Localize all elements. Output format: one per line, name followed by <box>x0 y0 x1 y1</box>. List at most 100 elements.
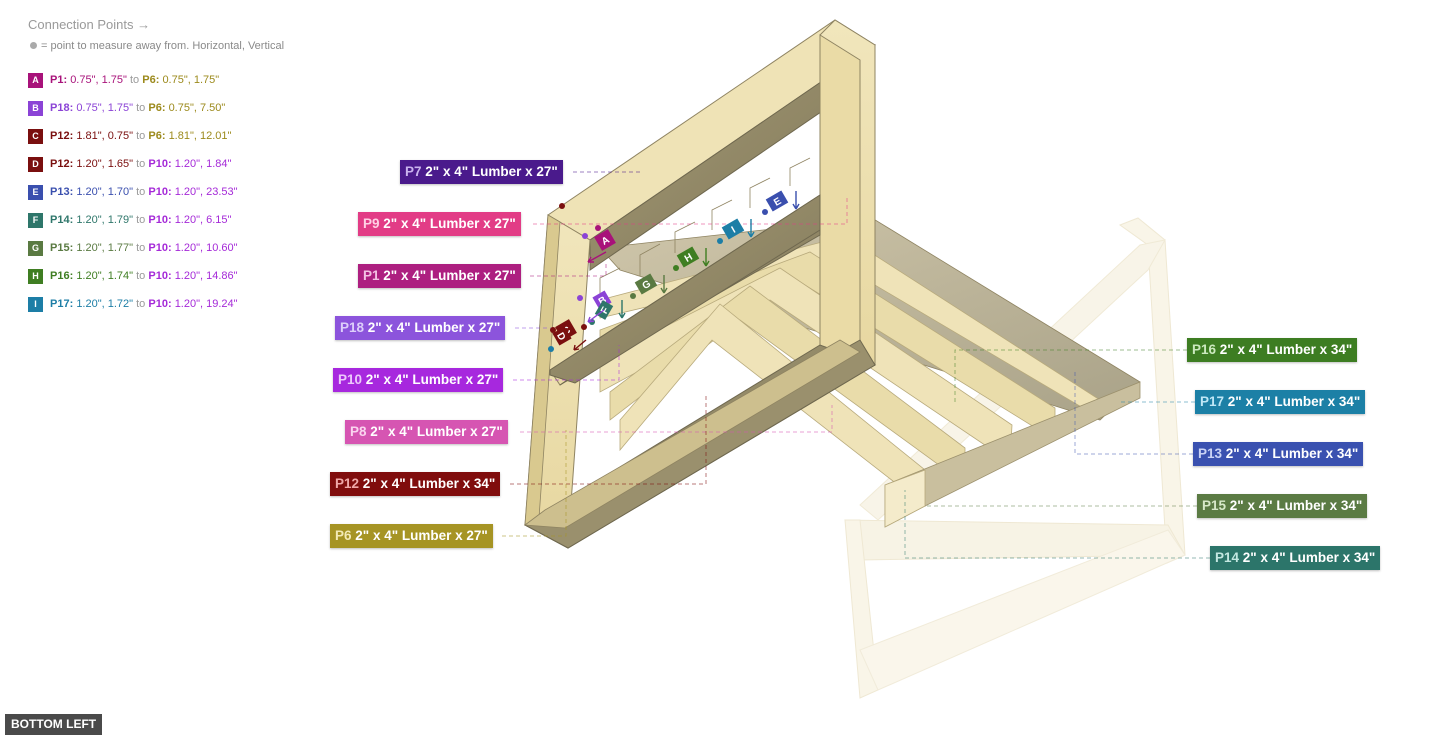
part-label-p9[interactable]: P9 2" x 4" Lumber x 27" <box>358 212 521 236</box>
connection-points-title[interactable]: Connection Points → <box>28 17 151 32</box>
part-label-p12[interactable]: P12 2" x 4" Lumber x 34" <box>330 472 501 496</box>
to-value: 1.20", 6.15" <box>174 214 232 226</box>
part-label-p13[interactable]: P13 2" x 4" Lumber x 34" <box>1193 442 1364 466</box>
to-word: to <box>136 130 146 142</box>
part-id: P14 <box>1215 550 1240 565</box>
from-value: 1.20", 1.77" <box>76 242 134 254</box>
connection-badge: H <box>28 268 43 284</box>
part-label-p15[interactable]: P15 2" x 4" Lumber x 34" <box>1197 494 1368 518</box>
to-value: 0.75", 7.50" <box>168 102 226 114</box>
part-id: P9 <box>363 216 380 231</box>
to-word: to <box>136 242 146 254</box>
to-word: to <box>136 270 146 282</box>
part-label-p6[interactable]: P6 2" x 4" Lumber x 27" <box>330 524 493 548</box>
to-value: 1.20", 14.86" <box>174 270 238 282</box>
to-word: to <box>136 102 146 114</box>
to-part: P10: <box>148 214 172 226</box>
marker-h: H <box>676 246 700 268</box>
leader-lines <box>502 171 1210 559</box>
svg-text:H: H <box>683 252 695 265</box>
part-label-p8[interactable]: P8 2" x 4" Lumber x 27" <box>345 420 508 444</box>
to-part: P10: <box>148 186 172 198</box>
connection-badge: D <box>28 156 43 172</box>
connection-badge: I <box>28 296 43 312</box>
part-label-p7[interactable]: P7 2" x 4" Lumber x 27" <box>400 160 563 184</box>
to-word: to <box>130 74 140 86</box>
part-spec: 2" x 4" Lumber x 27" <box>370 424 503 439</box>
front-frame <box>523 19 877 549</box>
rail-notches <box>599 157 811 300</box>
connection-badge: G <box>28 240 43 256</box>
from-value: 0.75", 1.75" <box>70 74 127 86</box>
part-spec: 2" x 4" Lumber x 34" <box>1227 394 1361 409</box>
part-id: P16 <box>1192 342 1217 357</box>
view-toggle-button[interactable]: BOTTOM LEFT <box>5 714 103 735</box>
from-part: P12: <box>50 130 74 142</box>
svg-text:I: I <box>730 225 738 236</box>
from-part: P15: <box>50 242 74 254</box>
from-part: P1: <box>50 74 68 86</box>
svg-text:D: D <box>554 331 567 343</box>
part-label-p18[interactable]: P18 2" x 4" Lumber x 27" <box>335 316 506 340</box>
from-value: 1.20", 1.79" <box>76 214 134 226</box>
point-dot-icon <box>30 42 37 49</box>
to-part: P6: <box>148 130 166 142</box>
marker-i: I <box>721 218 745 240</box>
part-id: P1 <box>363 268 380 283</box>
from-value: 1.20", 1.72" <box>76 298 134 310</box>
connection-badge: E <box>28 184 43 200</box>
part-label-p16[interactable]: P16 2" x 4" Lumber x 34" <box>1187 338 1358 362</box>
marker-d: D <box>552 326 572 346</box>
to-word: to <box>136 298 146 310</box>
part-spec: 2" x 4" Lumber x 34" <box>1229 498 1363 513</box>
connection-row[interactable]: I P17: 1.20", 1.72" to P10: 1.20", 19.24" <box>28 290 238 318</box>
part-label-p14[interactable]: P14 2" x 4" Lumber x 34" <box>1210 546 1381 570</box>
part-id: P18 <box>340 320 365 335</box>
part-id: P12 <box>335 476 360 491</box>
to-part: P10: <box>148 270 172 282</box>
connection-badge: C <box>28 128 43 144</box>
part-id: P15 <box>1202 498 1227 513</box>
measure-arrows <box>573 191 800 351</box>
to-word: to <box>136 214 146 226</box>
to-part: P6: <box>142 74 160 86</box>
from-value: 1.20", 1.74" <box>76 270 134 282</box>
part-id: P8 <box>350 424 367 439</box>
part-spec: 2" x 4" Lumber x 27" <box>355 528 488 543</box>
to-part: P10: <box>148 298 172 310</box>
svg-text:F: F <box>599 305 612 316</box>
marker-a: A <box>594 229 616 251</box>
from-value: 1.20", 1.70" <box>76 186 134 198</box>
from-part: P17: <box>50 298 74 310</box>
part-spec: 2" x 4" Lumber x 34" <box>1225 446 1359 461</box>
connection-points-subtitle: = point to measure away from. Horizontal… <box>30 40 284 52</box>
connection-badge: B <box>28 100 43 116</box>
part-label-p17[interactable]: P17 2" x 4" Lumber x 34" <box>1195 390 1366 414</box>
part-spec: 2" x 4" Lumber x 27" <box>383 216 516 231</box>
from-value: 0.75", 1.75" <box>76 102 134 114</box>
svg-text:A: A <box>600 235 612 248</box>
connection-dots <box>548 203 768 352</box>
part-label-p1[interactable]: P1 2" x 4" Lumber x 27" <box>358 264 521 288</box>
part-label-p10[interactable]: P10 2" x 4" Lumber x 27" <box>333 368 504 392</box>
to-part: P10: <box>148 158 172 170</box>
to-value: 0.75", 1.75" <box>162 74 220 86</box>
from-part: P12: <box>50 158 74 170</box>
connection-badge: F <box>28 212 43 228</box>
to-value: 1.20", 19.24" <box>174 298 238 310</box>
part-spec: 2" x 4" Lumber x 27" <box>367 320 501 335</box>
marker-g: G <box>634 273 658 295</box>
to-part: P10: <box>148 242 172 254</box>
part-spec: 2" x 4" Lumber x 34" <box>1242 550 1376 565</box>
from-part: P18: <box>50 102 74 114</box>
connection-markers: A B C D E F G H I <box>552 190 789 346</box>
